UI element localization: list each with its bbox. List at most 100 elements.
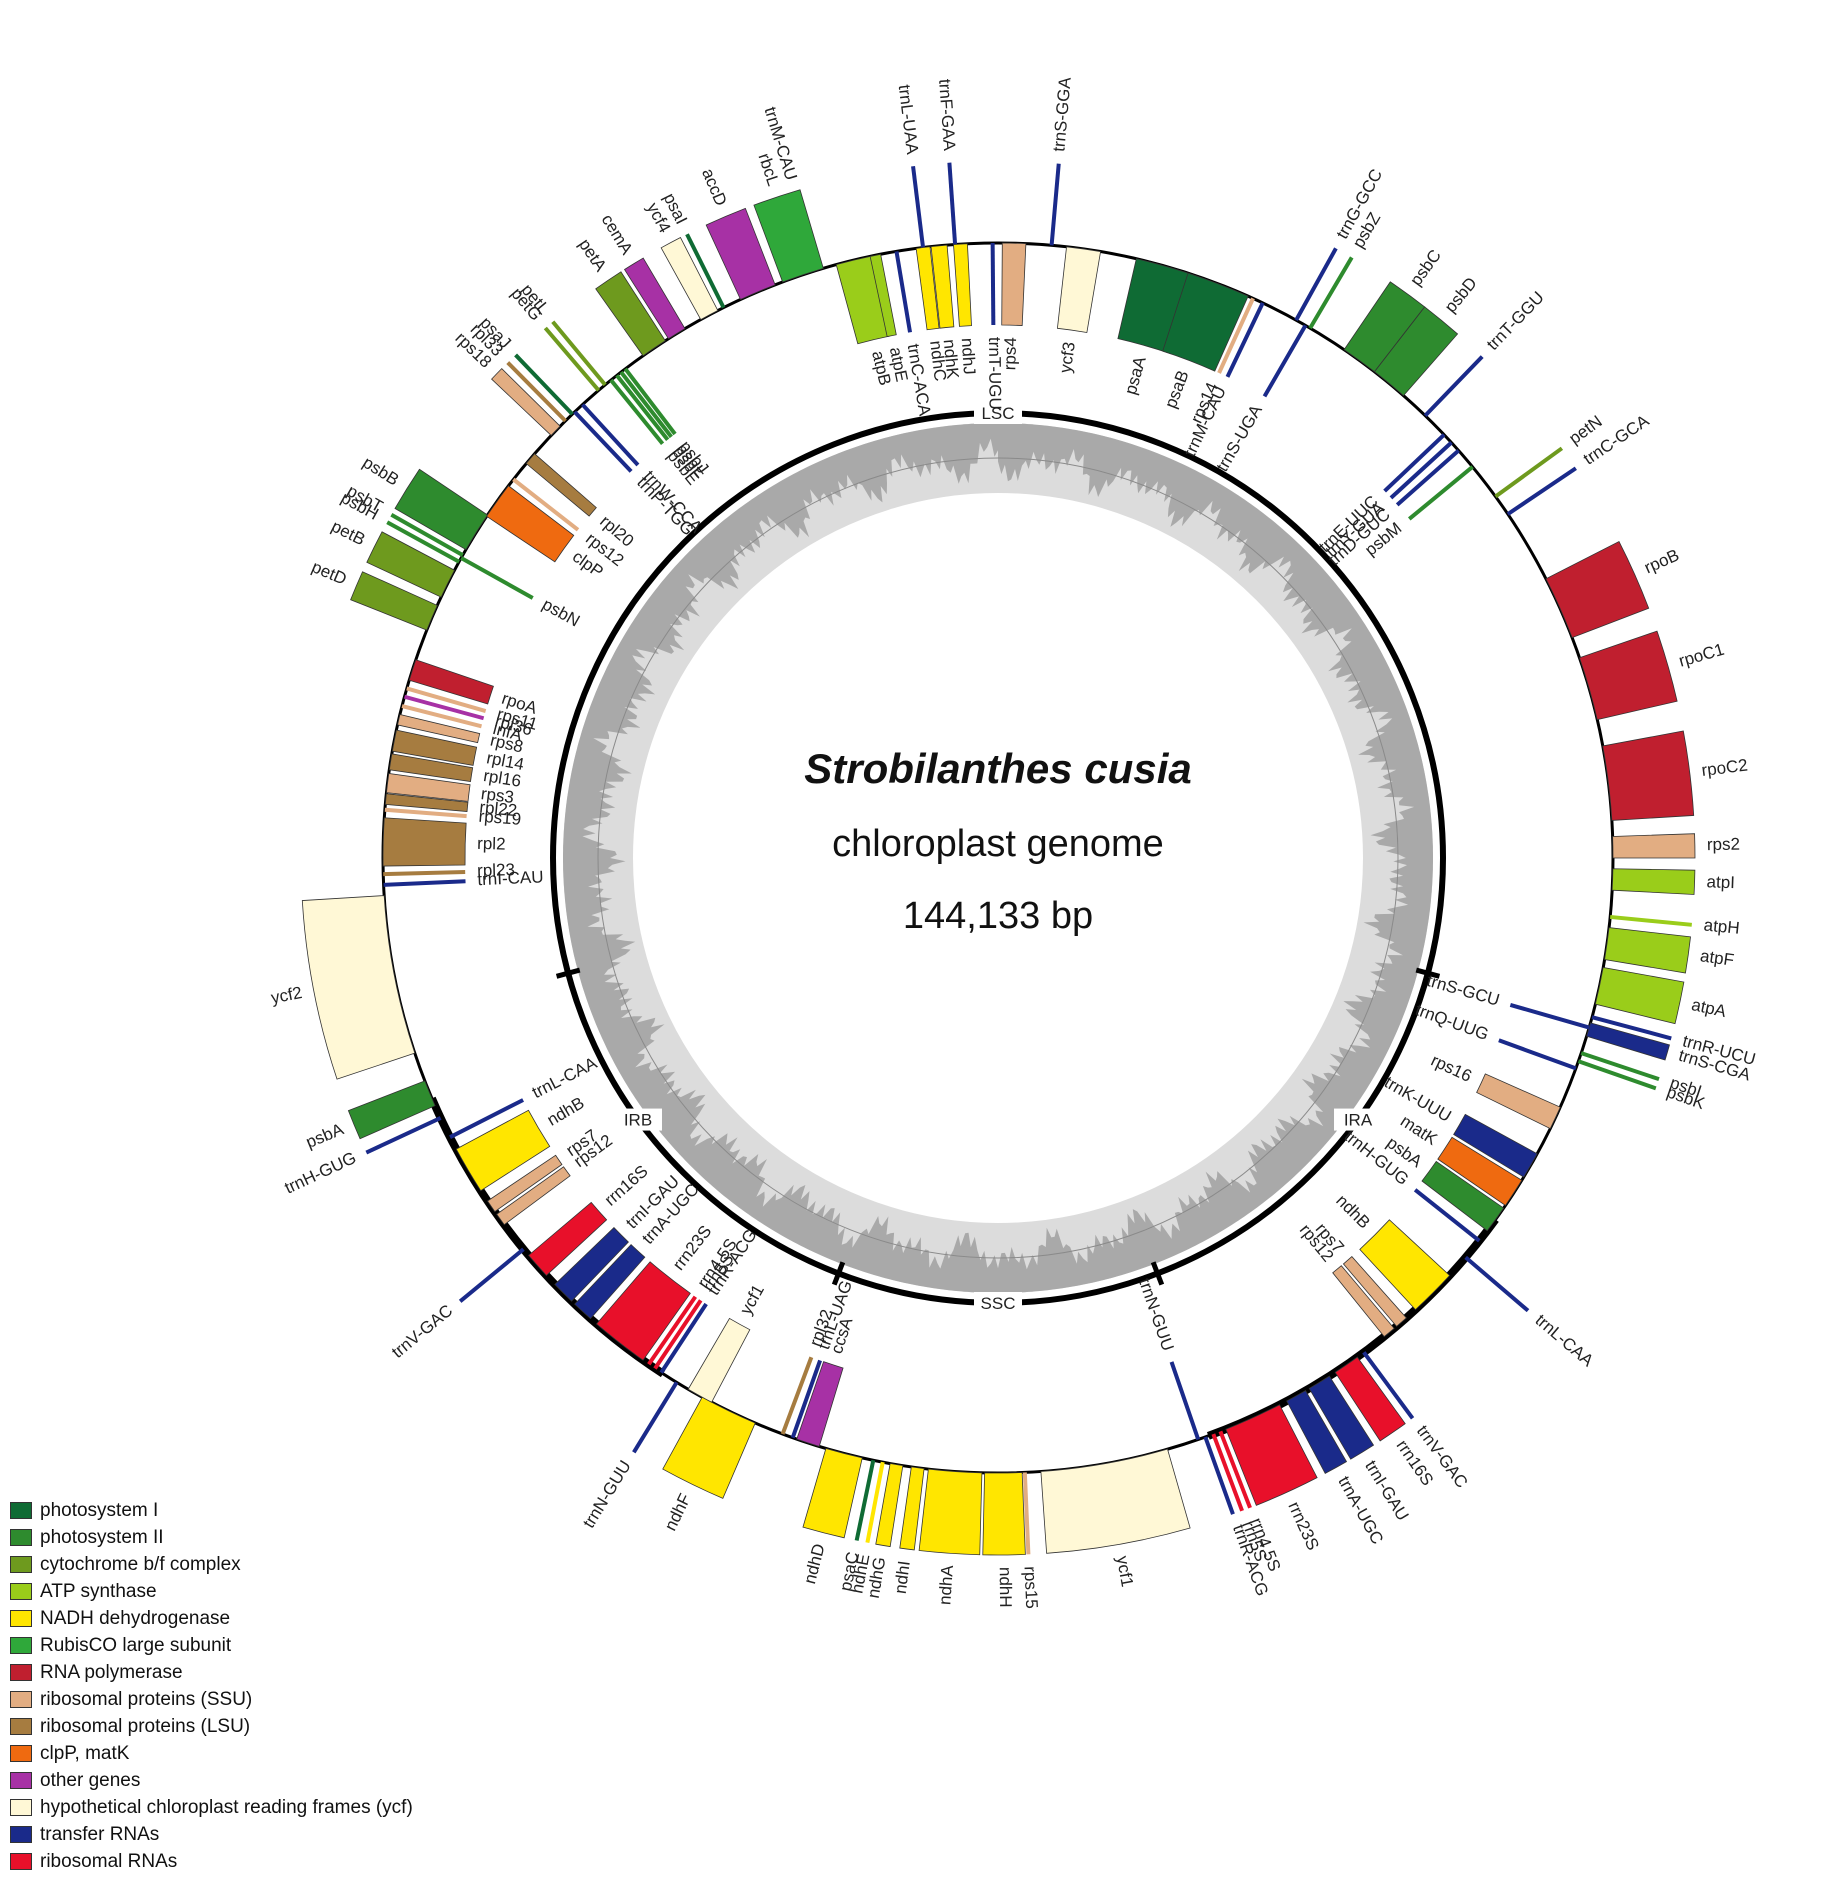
legend-swatch [10, 1772, 32, 1789]
legend-item: cytochrome b/f complex [10, 1551, 413, 1578]
gene-label: trnF-GAA [935, 78, 959, 152]
region-label: IRB [624, 1111, 652, 1130]
gene-mark [1577, 1059, 1657, 1091]
gene-block [386, 773, 471, 802]
gene-label: psbN [539, 595, 583, 631]
region-boundary-tick [1150, 1261, 1165, 1286]
legend-swatch [10, 1718, 32, 1735]
legend-swatch [10, 1502, 32, 1519]
gene-block [1453, 1113, 1538, 1178]
gene-label: trnL-CAA [1532, 1310, 1598, 1370]
gene-label: psaA [1121, 354, 1150, 397]
gene-label: trnS-GCU [1425, 971, 1502, 1010]
legend-label: hypothetical chloroplast reading frames … [40, 1796, 413, 1818]
region-label-bg [974, 402, 1022, 424]
gene-label: trnT-UGU [985, 337, 1005, 410]
gene-label: trnI-CAU [477, 867, 544, 889]
region-label-bg [1334, 1108, 1383, 1131]
gene-mark [401, 704, 483, 729]
gene-label: ycf3 [1056, 341, 1079, 375]
gene-block [918, 1468, 983, 1556]
gene-mark [623, 367, 677, 436]
gene-label: ndhB [544, 1093, 588, 1130]
gene-block [595, 271, 666, 357]
gene-label: ndhC [926, 340, 950, 383]
gene-label: rpl22 [479, 798, 518, 821]
gene-mark [573, 410, 633, 473]
gene-block [574, 1244, 646, 1320]
gene-block [528, 1201, 608, 1277]
gene-block [350, 571, 438, 631]
gene-mark [1464, 1255, 1530, 1313]
gene-mark [1218, 1430, 1252, 1509]
gene-mark [1389, 441, 1453, 500]
gene-label: atpH [1703, 915, 1741, 937]
gene-block [623, 257, 686, 340]
gene-block [1612, 833, 1696, 859]
gene-label: rpoC1 [1677, 640, 1727, 671]
gene-block [875, 1463, 904, 1548]
legend-label: transfer RNAs [40, 1823, 160, 1845]
gene-mark [1203, 1436, 1235, 1515]
legend-label: cytochrome b/f complex [40, 1553, 241, 1575]
gene-mark [947, 162, 958, 245]
legend-item: ribosomal proteins (SSU) [10, 1686, 413, 1713]
legend-label: ATP synthase [40, 1580, 157, 1602]
legend-label: RubisCO large subunit [40, 1634, 232, 1656]
gene-mark [1423, 355, 1484, 417]
gene-mark [403, 694, 485, 721]
gene-mark [1225, 302, 1265, 378]
gene-mark [543, 326, 601, 392]
gene-block [1437, 1136, 1523, 1207]
gene-mark [383, 869, 466, 877]
gene-label: trnS-GGA [1049, 76, 1074, 153]
gene-label: trnN-GUU [579, 1457, 635, 1531]
gene-label: ndhJ [958, 337, 979, 375]
gene-label: ndhF [661, 1491, 695, 1534]
legend-swatch [10, 1637, 32, 1654]
gene-block [687, 1317, 751, 1403]
gene-label: rps3 [480, 784, 515, 807]
gene-block [1586, 1022, 1670, 1061]
gene-label: psbD [1441, 274, 1481, 317]
legend-swatch [10, 1529, 32, 1546]
gene-mark [790, 1359, 822, 1439]
gene-label: psbB [359, 453, 402, 490]
gene-block [1373, 306, 1459, 397]
gene-block [1332, 1265, 1395, 1338]
gene-mark [512, 477, 580, 532]
gene-block [525, 453, 597, 517]
gene-block [1001, 242, 1027, 326]
gene-mark [619, 370, 673, 439]
region-label: LSC [981, 404, 1014, 423]
gene-block [455, 1109, 551, 1192]
gene-mark [1217, 297, 1255, 374]
gene-mark [1308, 256, 1354, 330]
gene-label: atpF [1699, 946, 1735, 970]
genome-subtitle: chloroplast genome [832, 823, 1164, 865]
region-label-bg [613, 1108, 662, 1131]
gene-block [1602, 730, 1695, 821]
gene-mark [990, 243, 996, 326]
inverted-repeat-band [1206, 1217, 1499, 1440]
center-title-block: Strobilanthes cusia chloroplast genome 1… [804, 745, 1191, 937]
legend-swatch [10, 1556, 32, 1573]
gene-mark [406, 686, 487, 714]
gene-block [366, 531, 456, 598]
legend-item: other genes [10, 1767, 413, 1794]
gene-label: ndhB [1332, 1191, 1374, 1233]
legend-swatch [10, 1799, 32, 1816]
gene-label: ndhI [891, 1560, 914, 1595]
legend-item: transfer RNAs [10, 1821, 413, 1848]
gene-block [486, 485, 575, 563]
legend-item: ribosomal RNAs [10, 1848, 413, 1875]
legend-label: other genes [40, 1769, 141, 1791]
gene-label: rpoB [1641, 545, 1682, 577]
gene-block [1056, 246, 1102, 333]
gene-block [753, 189, 824, 283]
gene-mark [384, 807, 467, 819]
gene-label: rpoC2 [1700, 756, 1748, 781]
gene-mark [1609, 914, 1692, 927]
